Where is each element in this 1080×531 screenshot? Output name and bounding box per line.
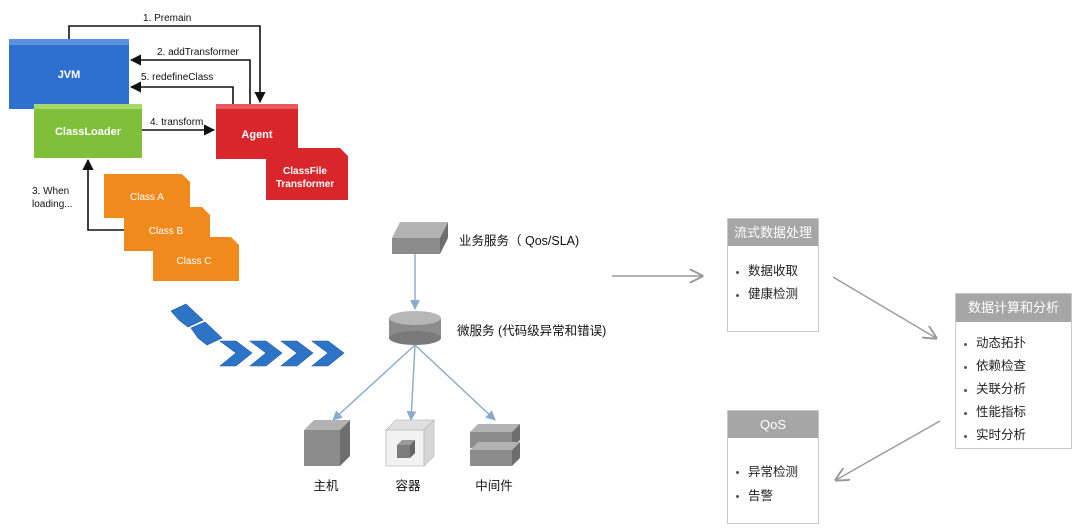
list-item: 异常检测 [728,460,818,484]
when-loading-label-line1: 3. When [32,186,69,197]
service-topology: 业务服务（ Qos/SLA) 微服务 (代码级异常和错误) 主机 容 [304,222,606,493]
list-item: 关联分析 [956,378,1071,401]
list-item: 动态拓扑 [956,332,1071,355]
chevron-icon [170,303,204,328]
when-loading-arrow [82,158,124,231]
premain-arrow [68,25,266,104]
business-service-label: 业务服务（ Qos/SLA) [459,233,579,248]
microservice-database-icon [389,311,441,345]
transformer-label-line1: ClassFile [283,166,327,177]
class-c-label: Class C [176,256,211,267]
list-item: 实时分析 [956,424,1071,447]
premain-label: 1. Premain [143,13,191,24]
stream-processing-list: 数据收取 健康检测 [728,246,818,306]
data-compute-list: 动态拓扑 依赖检查 关联分析 性能指标 实时分析 [956,322,1071,447]
agent-label: Agent [241,129,273,141]
when-loading-label-line2: loading... [32,199,73,210]
flow-arrow-to-qos [836,420,941,480]
class-b-label: Class B [149,226,184,237]
container-icon [385,419,435,467]
middleware-label: 中间件 [475,478,513,493]
list-item: 数据收取 [728,260,818,283]
transformer-label-line2: Transformer [276,179,334,190]
microservice-label: 微服务 (代码级异常和错误) [457,323,606,338]
container-label: 容器 [395,478,421,493]
flow-arrow-to-compute [832,276,936,338]
qos-panel: QoS 异常检测 告警 [727,410,819,524]
redefine-class-arrow [129,81,234,104]
middleware-icon [470,424,520,466]
chevron-arrows [170,303,345,367]
data-compute-panel: 数据计算和分析 动态拓扑 依赖检查 关联分析 性能指标 实时分析 [955,293,1072,449]
chevron-icon [219,340,253,367]
classloader-label: ClassLoader [55,126,122,138]
list-item: 依赖检查 [956,355,1071,378]
transform-label: 4. transform [150,117,203,128]
jvm-box: JVM [9,39,129,109]
jvm-label: JVM [58,69,81,81]
list-item: 性能指标 [956,401,1071,424]
list-item: 告警 [728,484,818,508]
stream-processing-title: 流式数据处理 [728,219,818,246]
add-transformer-label: 2. addTransformer [157,47,240,58]
chevron-icon [249,340,283,367]
business-service-icon [392,222,448,254]
add-transformer-arrow [129,54,251,104]
chevron-icon [280,340,314,367]
data-compute-title: 数据计算和分析 [956,294,1071,322]
list-item: 健康检测 [728,283,818,306]
chevron-icon [190,321,223,346]
jvm-agent-diagram: JVM ClassLoader Agent ClassFile Transfor… [9,13,348,281]
host-label: 主机 [313,479,339,493]
classloader-box: ClassLoader [34,104,142,158]
chevron-icon [311,340,345,367]
class-a-label: Class A [130,192,164,203]
qos-title: QoS [728,411,818,438]
stream-processing-panel: 流式数据处理 数据收取 健康检测 [727,218,819,332]
class-c-box: Class C [153,237,239,281]
qos-list: 异常检测 告警 [728,438,818,508]
host-server-icon [304,420,350,466]
redefine-class-label: 5. redefineClass [141,72,213,83]
classfile-transformer-box: ClassFile Transformer [266,148,348,200]
